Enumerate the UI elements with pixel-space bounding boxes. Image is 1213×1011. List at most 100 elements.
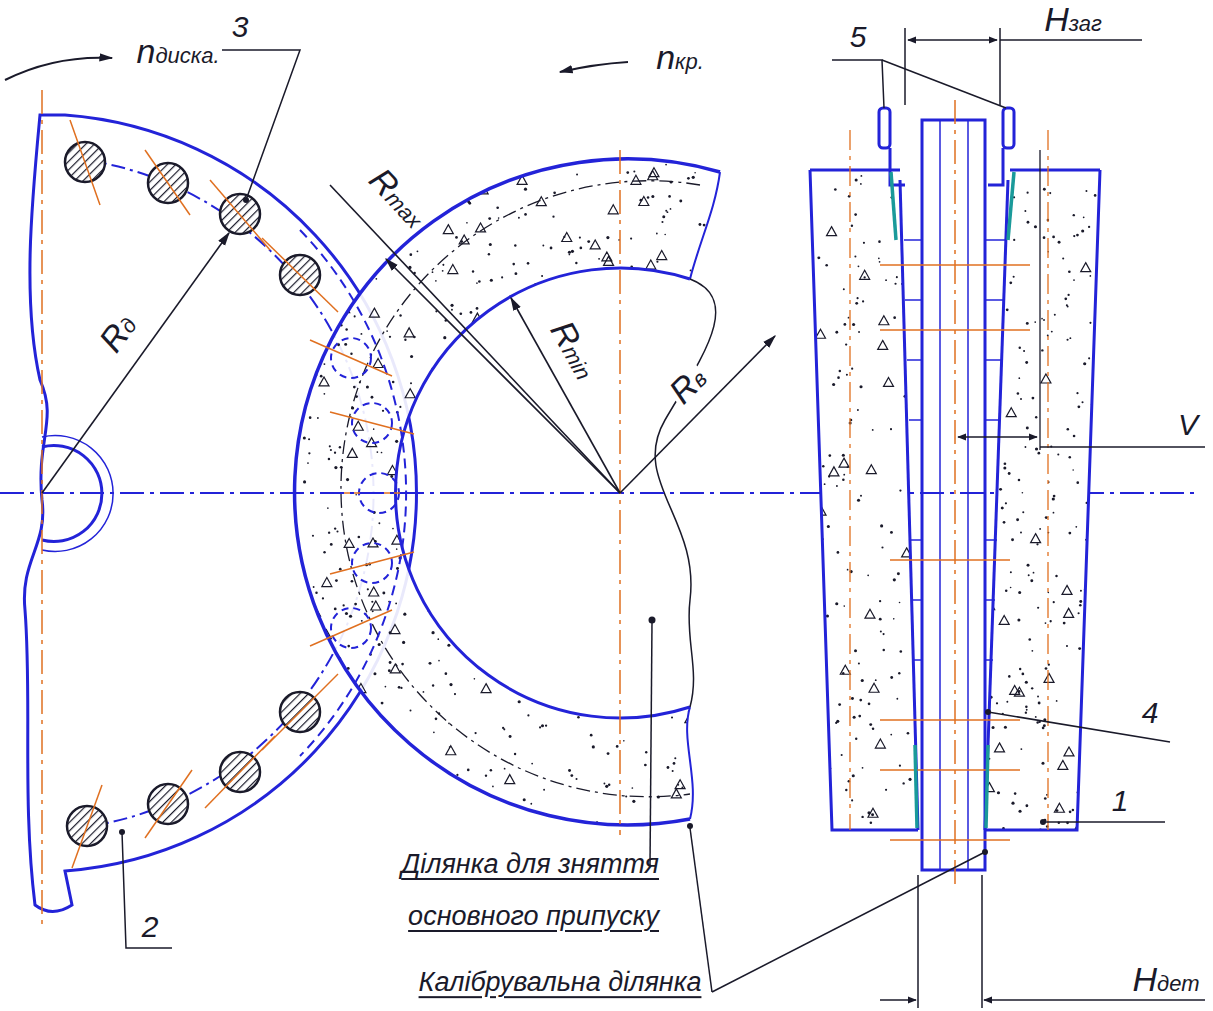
- grain-triangle: [999, 615, 1009, 624]
- grain-dot: [859, 385, 862, 388]
- grain-triangle: [516, 415, 526, 424]
- grain-dot: [855, 738, 857, 740]
- grain-dot: [910, 180, 913, 183]
- grain-dot: [948, 710, 951, 713]
- grain-dot: [665, 485, 667, 487]
- grain-dot: [854, 213, 857, 216]
- grain-dot: [472, 655, 474, 657]
- grain-dot: [585, 326, 587, 328]
- grain-dot: [899, 765, 901, 767]
- grain-dot: [1003, 222, 1005, 224]
- grain-dot: [350, 353, 352, 355]
- grain-dot: [974, 395, 976, 397]
- grain-dot: [474, 327, 476, 329]
- grain-dot: [723, 253, 726, 256]
- grain-dot: [900, 650, 903, 653]
- dimension-label: Hзаг: [1042, 1, 1104, 38]
- grain-dot: [672, 770, 674, 772]
- grain-dot: [656, 508, 659, 511]
- grain-dot: [341, 758, 343, 760]
- grain-dot: [314, 356, 316, 358]
- grain-dot: [577, 622, 579, 624]
- grain-dot: [685, 154, 687, 156]
- grain-dot: [603, 342, 605, 344]
- grain-dot: [547, 475, 550, 478]
- grain-dot: [1010, 587, 1012, 589]
- grain-dot: [723, 171, 725, 173]
- grain-dot: [334, 527, 336, 529]
- grain-dot: [322, 597, 324, 599]
- grain-dot: [1037, 607, 1039, 609]
- grain-dot: [345, 759, 347, 761]
- grain-dot: [385, 793, 387, 795]
- grain-dot: [935, 505, 938, 508]
- grain-dot: [804, 408, 806, 410]
- grain-dot: [304, 394, 306, 396]
- grain-dot: [1013, 239, 1015, 241]
- grain-dot: [594, 507, 597, 510]
- grain-dot: [963, 686, 966, 689]
- grain-dot: [588, 392, 591, 395]
- dimension-label: Rmax: [360, 160, 435, 237]
- grain-dot: [381, 759, 384, 762]
- grain-dot: [289, 245, 292, 248]
- grain-dot: [509, 735, 512, 738]
- grain-dot: [1050, 620, 1052, 622]
- grain-dot: [677, 784, 679, 786]
- grain-dot: [444, 505, 447, 508]
- grain-dot: [851, 225, 853, 227]
- grain-dot: [449, 683, 452, 686]
- grain-dot: [626, 171, 629, 174]
- grain-dot: [413, 336, 416, 339]
- grain-dot: [477, 642, 480, 645]
- grain-dot: [878, 257, 880, 259]
- grain-dot: [1083, 362, 1086, 365]
- grain-dot: [1011, 802, 1014, 805]
- grain-dot: [894, 283, 896, 285]
- grain-dot: [689, 723, 692, 726]
- grain-dot: [973, 547, 976, 550]
- grain-dot: [661, 571, 664, 574]
- grain-triangle: [516, 456, 526, 465]
- grain-dot: [1026, 427, 1029, 430]
- grain-dot: [334, 466, 337, 469]
- grain-dot: [523, 798, 526, 801]
- grain-dot: [467, 769, 470, 772]
- grain-dot: [676, 833, 679, 836]
- grain-dot: [514, 244, 516, 246]
- grain-dot: [422, 436, 425, 439]
- grain-dot: [718, 261, 721, 264]
- grain-dot: [838, 703, 841, 706]
- grain-dot: [1090, 275, 1092, 277]
- grain-dot: [588, 830, 590, 832]
- grain-triangle: [404, 328, 414, 337]
- grain-dot: [965, 714, 968, 717]
- grain-dot: [1089, 644, 1091, 646]
- grain-dot: [376, 774, 378, 776]
- grain-dot: [692, 582, 694, 584]
- grain-triangle: [1100, 811, 1110, 820]
- grain-dot: [386, 330, 388, 332]
- grain-dot: [443, 336, 446, 339]
- grain-dot: [466, 568, 469, 571]
- grain-dot: [991, 382, 994, 385]
- grain-dot: [1092, 621, 1095, 624]
- grain-dot: [1006, 308, 1009, 311]
- grain-dot: [528, 519, 530, 521]
- grain-dot: [990, 225, 993, 228]
- grain-dot: [395, 440, 398, 443]
- grain-dot: [491, 317, 493, 319]
- dimension-label: Hдет: [1130, 961, 1201, 998]
- grain-dot: [718, 809, 721, 812]
- grain-dot: [290, 808, 293, 811]
- grain-dot: [673, 565, 676, 568]
- grain-triangle: [690, 441, 700, 450]
- grain-dot: [517, 525, 520, 528]
- grain-dot: [999, 488, 1002, 491]
- grain-dot: [601, 672, 604, 675]
- grain-dot: [460, 240, 463, 243]
- grain-dot: [1098, 817, 1100, 819]
- grain-dot: [704, 312, 706, 314]
- grain-dot: [944, 729, 946, 731]
- grain-dot: [310, 234, 312, 236]
